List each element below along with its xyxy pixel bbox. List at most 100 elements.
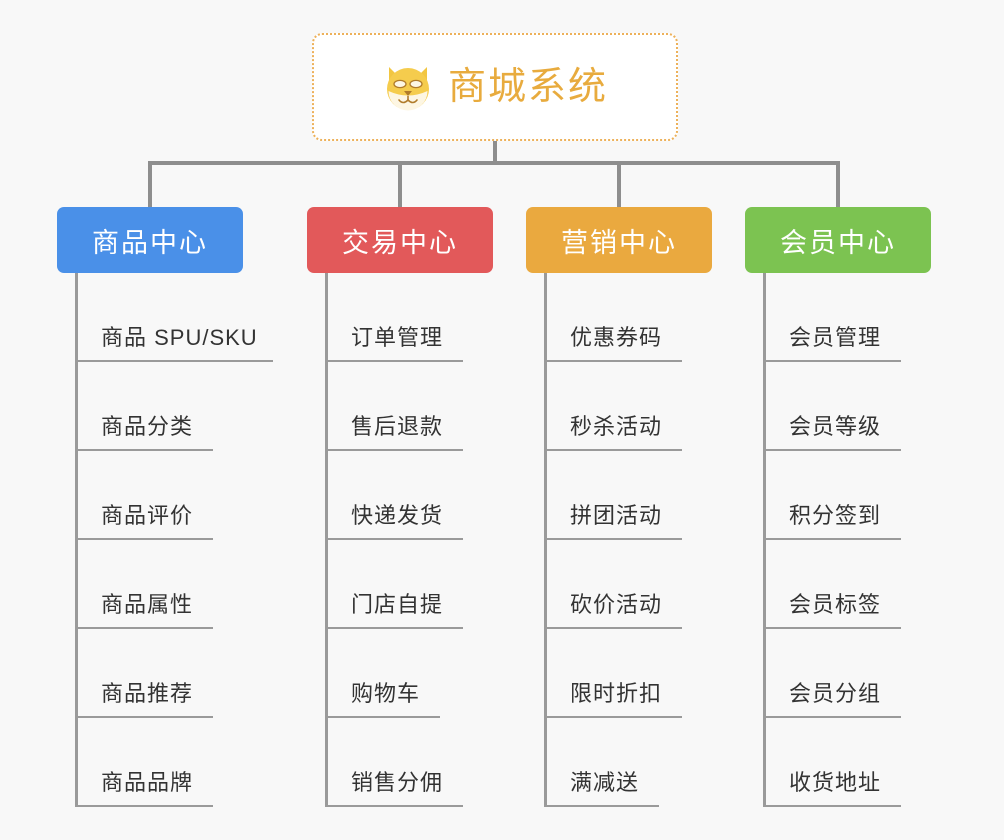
list-item-rule [75,716,213,718]
list-item-label: 满减送 [570,770,640,795]
category-item-list: 会员管理 会员等级 积分签到 会员标签 会员分组 收货地址 [745,273,931,807]
category-trunk-line [544,273,547,807]
list-item-label: 收货地址 [789,770,882,795]
list-item-rule [75,360,273,362]
list-item-rule [763,538,901,540]
list-item-rule [544,449,682,451]
list-item-rule [544,716,682,718]
list-item-label: 会员等级 [789,414,882,439]
list-item-1-3[interactable]: 商品评价 [57,451,243,540]
category-item-list: 商品 SPU/SKU 商品分类 商品评价 商品属性 商品推荐 商品品牌 [57,273,273,807]
list-item-label: 拼团活动 [570,503,663,528]
list-item-label: 商品评价 [101,503,194,528]
list-item-rule [325,360,463,362]
category-column-2: 交易中心 订单管理 售后退款 快递发货 门店自提 购物车 销售分佣 [307,207,493,807]
list-item-rule [75,627,213,629]
list-item-rule [325,805,463,807]
list-item-3-6[interactable]: 满减送 [526,718,712,807]
list-item-3-2[interactable]: 秒杀活动 [526,362,712,451]
list-item-label: 购物车 [351,681,421,706]
connector-horizontal-bus [148,161,840,165]
list-item-label: 会员分组 [789,681,882,706]
list-item-rule [75,538,213,540]
list-item-4-2[interactable]: 会员等级 [745,362,931,451]
list-item-4-6[interactable]: 收货地址 [745,718,931,807]
list-item-rule [544,360,682,362]
category-header-label: 营销中心 [561,227,677,258]
list-item-4-5[interactable]: 会员分组 [745,629,931,718]
connector-drop-4 [836,161,840,207]
list-item-label: 商品 SPU/SKU [101,325,258,350]
list-item-label: 优惠券码 [570,325,663,350]
list-item-3-3[interactable]: 拼团活动 [526,451,712,540]
list-item-rule [325,449,463,451]
list-item-label: 销售分佣 [351,770,444,795]
category-column-1: 商品中心 商品 SPU/SKU 商品分类 商品评价 商品属性 商品推荐 商品品牌 [57,207,273,807]
list-item-rule [763,449,901,451]
category-trunk-line [75,273,78,807]
list-item-label: 砍价活动 [570,592,663,617]
list-item-3-5[interactable]: 限时折扣 [526,629,712,718]
list-item-rule [325,627,463,629]
list-item-rule [544,627,682,629]
category-column-3: 营销中心 优惠券码 秒杀活动 拼团活动 砍价活动 限时折扣 满减送 [526,207,712,807]
list-item-4-1[interactable]: 会员管理 [745,273,931,362]
category-header-3[interactable]: 营销中心 [526,207,712,273]
category-column-4: 会员中心 会员管理 会员等级 积分签到 会员标签 会员分组 收货地址 [745,207,931,807]
list-item-label: 商品品牌 [101,770,194,795]
list-item-rule [544,538,682,540]
category-header-4[interactable]: 会员中心 [745,207,931,273]
root-title: 商城系统 [447,66,608,108]
list-item-label: 积分签到 [789,503,882,528]
list-item-2-3[interactable]: 快递发货 [307,451,493,540]
category-header-label: 会员中心 [780,227,896,258]
list-item-rule [325,538,463,540]
list-item-2-4[interactable]: 门店自提 [307,540,493,629]
list-item-rule [75,449,213,451]
list-item-rule [763,360,901,362]
list-item-label: 会员管理 [789,325,882,350]
list-item-4-3[interactable]: 积分签到 [745,451,931,540]
category-item-list: 优惠券码 秒杀活动 拼团活动 砍价活动 限时折扣 满减送 [526,273,712,807]
list-item-1-2[interactable]: 商品分类 [57,362,243,451]
root-node-mall-system[interactable]: 商城系统 [312,33,678,141]
connector-root-stem [493,141,497,164]
list-item-label: 秒杀活动 [570,414,663,439]
list-item-3-1[interactable]: 优惠券码 [526,273,712,362]
list-item-4-4[interactable]: 会员标签 [745,540,931,629]
list-item-2-5[interactable]: 购物车 [307,629,493,718]
list-item-rule [325,716,440,718]
list-item-rule [763,805,901,807]
list-item-label: 商品推荐 [101,681,194,706]
list-item-label: 订单管理 [351,325,444,350]
list-item-rule [763,627,901,629]
list-item-1-6[interactable]: 商品品牌 [57,718,243,807]
category-header-1[interactable]: 商品中心 [57,207,243,273]
list-item-label: 商品分类 [101,414,194,439]
list-item-1-5[interactable]: 商品推荐 [57,629,243,718]
shiba-dog-face-icon [382,61,434,113]
list-item-2-2[interactable]: 售后退款 [307,362,493,451]
list-item-rule [75,805,213,807]
list-item-1-1[interactable]: 商品 SPU/SKU [57,273,273,362]
list-item-label: 门店自提 [351,592,444,617]
list-item-2-6[interactable]: 销售分佣 [307,718,493,807]
category-item-list: 订单管理 售后退款 快递发货 门店自提 购物车 销售分佣 [307,273,493,807]
list-item-label: 快递发货 [351,503,444,528]
connector-drop-1 [148,161,152,207]
list-item-3-4[interactable]: 砍价活动 [526,540,712,629]
category-trunk-line [325,273,328,807]
connector-drop-2 [398,161,402,207]
list-item-label: 售后退款 [351,414,444,439]
list-item-2-1[interactable]: 订单管理 [307,273,493,362]
list-item-rule [544,805,659,807]
list-item-label: 会员标签 [789,592,882,617]
category-header-label: 商品中心 [92,227,208,258]
list-item-rule [763,716,901,718]
list-item-label: 商品属性 [101,592,194,617]
category-trunk-line [763,273,766,807]
list-item-1-4[interactable]: 商品属性 [57,540,243,629]
connector-drop-3 [617,161,621,207]
category-header-2[interactable]: 交易中心 [307,207,493,273]
